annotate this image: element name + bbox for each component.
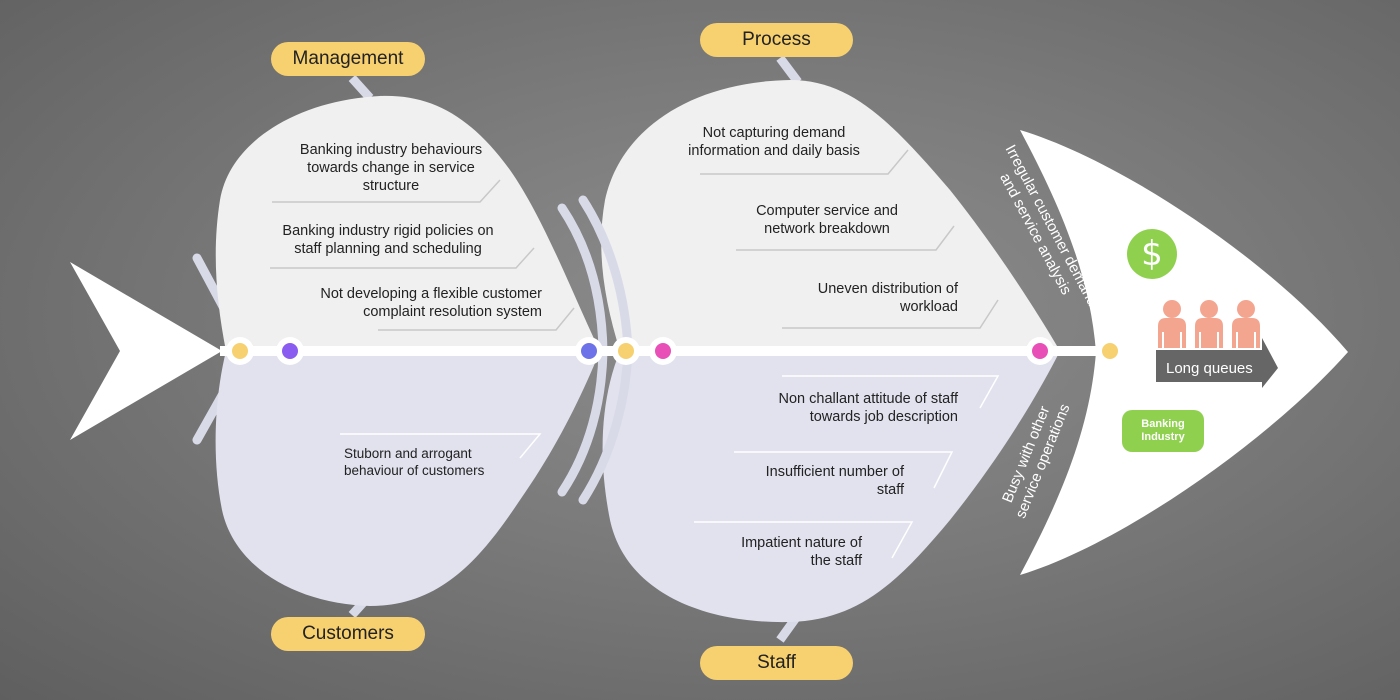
spine-node — [226, 337, 254, 365]
people-icon — [1158, 300, 1260, 348]
queue-label: Long queues — [1166, 359, 1253, 377]
cause-management-2: Banking industry rigid policies on staff… — [282, 223, 494, 257]
cause-process-1: Not capturing demand information and dai… — [688, 125, 860, 159]
cause-customers-1: Stuborn and arrogant behaviour of custom… — [344, 446, 485, 478]
spine-node — [612, 337, 640, 365]
category-management: Management — [271, 42, 425, 76]
cause-process-2: Computer service and network breakdown — [756, 203, 898, 237]
spine-node — [649, 337, 677, 365]
cause-staff-1: Non challant attitude of staff towards j… — [778, 391, 959, 425]
spine-node — [575, 337, 603, 365]
dollar-icon: $ — [1127, 229, 1177, 279]
body-segment-1-lower — [215, 351, 600, 606]
spine-node — [276, 337, 304, 365]
cause-management-1: Banking industry behaviours towards chan… — [299, 142, 483, 194]
spine-node — [1026, 337, 1054, 365]
banking-industry-badge: Banking Industry — [1122, 410, 1204, 452]
cause-management-3: Not developing a flexible customer compl… — [320, 286, 542, 320]
spine-node — [1096, 337, 1124, 365]
queue-arrow-icon — [1156, 338, 1278, 388]
body-segment-2-lower — [602, 351, 1060, 623]
body-segment-2-upper — [601, 80, 1060, 351]
fish-tail — [70, 262, 222, 440]
cause-staff-3: Impatient nature of the staff — [741, 535, 862, 569]
category-customers: Customers — [271, 617, 425, 651]
body-segment-1-upper — [215, 95, 601, 351]
cause-staff-2: Insufficient number of staff — [765, 464, 904, 498]
cause-process-3: Uneven distribution of workload — [817, 281, 958, 315]
category-process: Process — [700, 23, 853, 57]
category-staff: Staff — [700, 646, 853, 680]
